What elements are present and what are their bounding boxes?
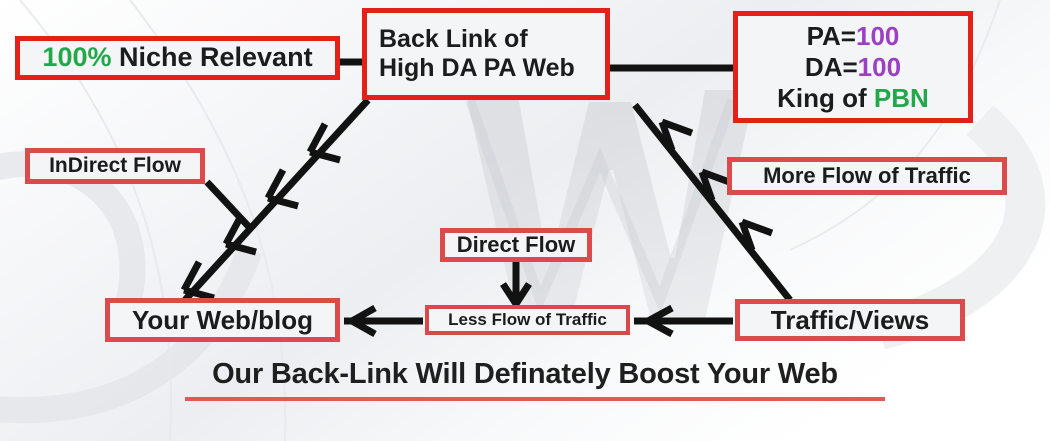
traffic-views-label: Traffic/Views [770,304,930,335]
niche-percent-value: 100% [42,42,112,73]
tagline-underline [185,397,885,401]
node-indirect-flow[interactable]: InDirect Flow [25,148,205,184]
direct-flow-label: Direct Flow [456,232,576,258]
metric-da-value: 100 [857,51,902,82]
metric-pa-value: 100 [855,20,900,51]
backlink-line-1: Back Link of [379,25,528,53]
edge-backlink-to-yourweb [180,97,371,303]
edge-directflow-to-lessflow [500,262,532,311]
edge-trafficviews-to-lessflow [634,304,733,338]
node-niche-relevant[interactable]: 100% Niche Relevant [15,36,340,80]
metric-king-label: King of [777,83,874,114]
metric-king-row: King of PBN [777,83,929,113]
metric-da-row: DA=100 [805,52,901,82]
tagline-text: Our Back-Link Will Definately Boost Your… [212,358,838,390]
edge-lessflow-to-yourweb [344,304,423,338]
niche-label: Niche Relevant [111,42,313,73]
node-traffic-views[interactable]: Traffic/Views [735,299,965,341]
your-web-label: Your Web/blog [131,304,314,335]
node-back-link-high-da-pa[interactable]: Back Link of High DA PA Web [362,8,610,100]
node-more-flow-of-traffic[interactable]: More Flow of Traffic [727,157,1007,195]
indirect-flow-label: InDirect Flow [49,153,181,177]
backlink-line-2: High DA PA Web [379,54,575,82]
edge-trafficviews-to-backlink [632,102,793,303]
node-less-flow-of-traffic[interactable]: Less Flow of Traffic [425,305,630,335]
edge-indirect-to-yourweb [204,179,253,231]
node-your-web-blog[interactable]: Your Web/blog [105,298,340,342]
metric-pa-label: PA= [806,20,856,51]
node-direct-flow[interactable]: Direct Flow [440,228,592,262]
node-metrics-pa-da[interactable]: PA=100 DA=100 King of PBN [733,11,973,123]
metric-king-value: PBN [873,83,929,114]
metric-pa-row: PA=100 [807,21,900,51]
metric-da-label: DA= [804,51,858,82]
more-flow-label: More Flow of Traffic [763,163,971,189]
less-flow-label: Less Flow of Traffic [448,310,607,330]
